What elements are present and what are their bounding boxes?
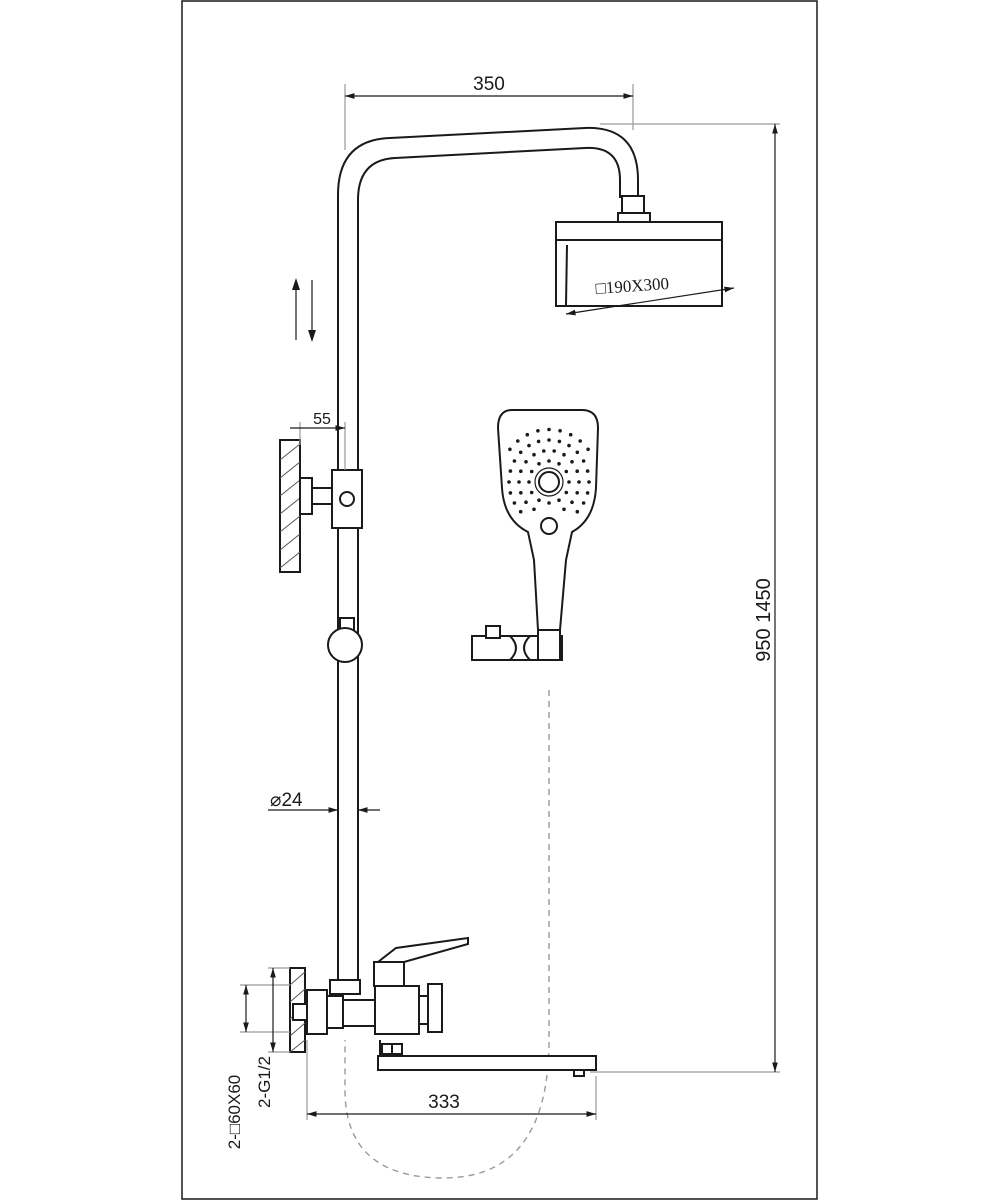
- nozzle-dot: [585, 469, 590, 473]
- dimension-head-size: □190X300: [565, 274, 735, 316]
- dimension-spout-length: 333: [306, 1040, 597, 1120]
- nozzle-dot: [532, 452, 536, 457]
- dimension-label-diameter: ⌀24: [270, 790, 303, 811]
- dimension-flange: [240, 967, 290, 1053]
- nozzle-dot: [529, 469, 534, 474]
- nozzle-dot: [575, 491, 579, 495]
- nozzle-dot: [568, 432, 573, 437]
- nozzle-dot: [575, 450, 580, 455]
- nozzle-dot: [570, 500, 574, 505]
- dimension-top-width: 350: [344, 74, 634, 150]
- arm-connector: [617, 195, 651, 226]
- dimension-label-head: □190X300: [595, 274, 670, 298]
- dimension-label-height: 950 1450: [753, 578, 775, 661]
- adjustment-arrow: [292, 278, 316, 342]
- nozzle-dot: [547, 438, 551, 442]
- dimension-label-333: 333: [428, 1092, 460, 1113]
- slide-knob: [327, 617, 363, 663]
- nozzle-dot: [557, 498, 561, 503]
- nozzle-dot: [508, 491, 513, 495]
- nozzle-dot: [525, 432, 530, 437]
- nozzle-dot: [524, 500, 528, 505]
- nozzle-dot: [557, 462, 561, 466]
- nozzle-dot: [552, 449, 556, 453]
- drawing-frame: [181, 0, 818, 1200]
- nozzle-dot: [575, 509, 580, 514]
- nozzle-dot: [542, 449, 546, 453]
- nozzle-dot: [564, 469, 569, 474]
- nozzle-dot: [585, 491, 590, 495]
- nozzle-dot: [518, 509, 523, 514]
- hand-shower-holder: [471, 625, 563, 661]
- nozzle-dot: [562, 507, 566, 512]
- dimension-height: 950 1450: [590, 123, 780, 1073]
- nozzle-dot: [578, 439, 582, 443]
- nozzle-dot: [518, 450, 523, 455]
- nozzle-dot: [516, 439, 520, 443]
- nozzle-pattern: [507, 427, 591, 514]
- dimension-bracket-offset: 55: [290, 411, 346, 470]
- nozzle-dot: [507, 480, 511, 484]
- riser-pipe: [337, 126, 639, 985]
- nozzle-dot: [575, 469, 579, 474]
- nozzle-dot: [508, 469, 513, 473]
- nozzle-dot: [529, 490, 534, 495]
- nozzle-dot: [547, 427, 551, 432]
- nozzle-dot: [570, 460, 574, 464]
- upper-wall-bracket: [279, 439, 363, 573]
- nozzle-dot: [527, 443, 531, 448]
- nozzle-dot: [519, 469, 523, 474]
- hand-shower: [496, 409, 600, 631]
- nozzle-dot: [537, 498, 541, 503]
- flexible-hose: [344, 690, 550, 1179]
- nozzle-dot: [581, 501, 586, 505]
- nozzle-dot: [536, 439, 541, 444]
- nozzle-dot: [547, 501, 551, 505]
- dimension-label-55: 55: [313, 411, 331, 428]
- overhead-shower-head: [555, 221, 723, 307]
- nozzle-dot: [532, 507, 536, 512]
- nozzle-dot: [519, 491, 523, 495]
- dimension-label-350: 350: [473, 74, 505, 95]
- nozzle-dot: [512, 459, 517, 463]
- nozzle-dot: [547, 459, 551, 463]
- nozzle-dot: [527, 480, 531, 484]
- nozzle-dot: [567, 480, 571, 484]
- mixer-body: [289, 936, 597, 1077]
- nozzle-dot: [536, 429, 540, 433]
- dimension-label-flange: 2-□60X60: [225, 1075, 244, 1150]
- nozzle-dot: [586, 447, 590, 452]
- dimension-pipe-diameter: ⌀24: [268, 790, 380, 813]
- nozzle-dot: [557, 439, 562, 444]
- nozzle-dot: [517, 480, 521, 484]
- nozzle-dot: [587, 480, 591, 484]
- nozzle-dot: [524, 460, 528, 464]
- nozzle-dot: [577, 480, 581, 484]
- nozzle-dot: [562, 452, 566, 457]
- nozzle-dot: [567, 443, 571, 448]
- nozzle-dot: [537, 462, 541, 466]
- nozzle-dot: [564, 490, 569, 495]
- nozzle-dot: [512, 501, 517, 505]
- nozzle-dot: [508, 447, 512, 452]
- nozzle-dot: [581, 459, 586, 463]
- nozzle-dot: [558, 429, 562, 433]
- dimension-label-thread: 2-G1/2: [255, 1056, 274, 1108]
